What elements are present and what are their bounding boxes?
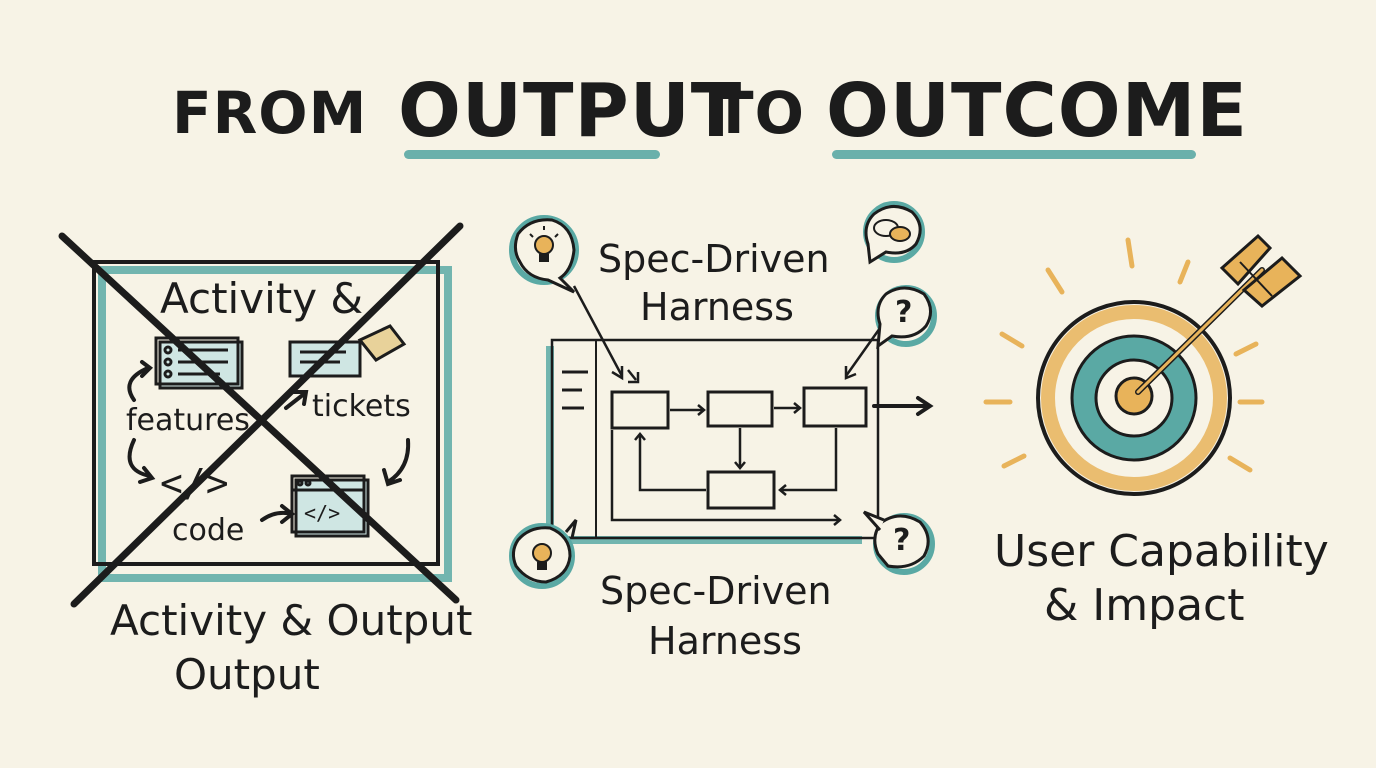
title-outcome: OUTCOME <box>826 68 1248 154</box>
question-bubble-top <box>875 285 937 350</box>
harness-label-bottom-line1: Spec-Driven <box>600 569 832 613</box>
chat-bubble-icon <box>863 201 925 265</box>
impact-label-line1: User Capability <box>994 526 1329 577</box>
cross-out-mark <box>58 222 464 608</box>
lightbulb-bubble-top <box>509 215 579 294</box>
svg-text:</>: </> <box>304 501 340 525</box>
question-mark-top: ? <box>895 295 913 330</box>
activity-box-title: Activity & <box>160 274 364 323</box>
flow-arrows <box>610 369 842 526</box>
harness-label-top-line2: Harness <box>640 285 794 329</box>
activity-box <box>92 260 452 582</box>
impact-label-line2: & Impact <box>1044 580 1245 631</box>
title-outcome-underline <box>832 150 1196 159</box>
flow-node-2 <box>706 390 774 428</box>
harness-frame <box>546 338 880 544</box>
lightbulb-icon-top <box>529 226 559 238</box>
harness-label-top-line1: Spec-Driven <box>598 237 830 281</box>
cycle-arrows <box>127 360 411 524</box>
left-caption-line1: Activity & Output <box>110 596 473 645</box>
lightbulb-bubble-bottom <box>509 519 578 589</box>
arrow-icon <box>1135 233 1303 395</box>
title-to: TO <box>714 79 805 147</box>
title-output: OUTPUT <box>398 68 743 154</box>
flow-node-1 <box>610 390 670 430</box>
question-bubble-bottom <box>862 510 935 575</box>
question-mark-bottom: ? <box>893 523 911 558</box>
features-label: features <box>126 403 250 438</box>
code-label: code <box>172 513 245 548</box>
title-output-underline <box>404 150 660 159</box>
tickets-label: tickets <box>312 389 411 424</box>
code-symbol: </> <box>160 461 229 505</box>
output-arrow <box>872 396 934 416</box>
flow-node-3 <box>802 386 868 428</box>
target-icon <box>983 237 1265 496</box>
page-title: FROM OUTPUT TO OUTCOME <box>0 62 1376 172</box>
title-from: FROM <box>172 79 368 147</box>
harness-label-bottom-line2: Harness <box>648 619 802 663</box>
flow-node-4 <box>706 470 776 510</box>
left-caption-line2: Output <box>174 650 320 699</box>
bubble-pointer-lines <box>572 285 882 381</box>
